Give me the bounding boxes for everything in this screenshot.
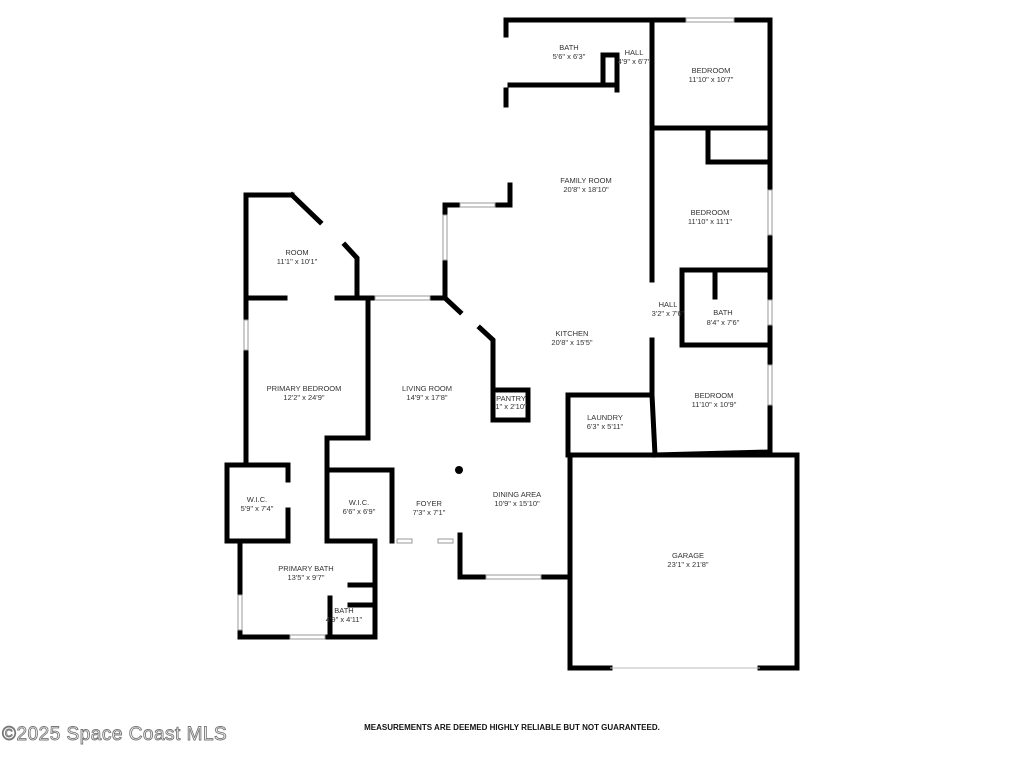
- column-marker: [455, 466, 463, 474]
- windows: [237, 17, 773, 669]
- svg-text:14'9" x 17'8": 14'9" x 17'8": [406, 393, 447, 402]
- svg-text:PRIMARY BATH: PRIMARY BATH: [278, 564, 333, 573]
- svg-text:W.I.C.: W.I.C.: [247, 495, 267, 504]
- svg-text:6'3" x 5'11": 6'3" x 5'11": [587, 422, 624, 431]
- svg-text:BEDROOM: BEDROOM: [695, 391, 734, 400]
- svg-text:BATH: BATH: [713, 308, 732, 317]
- svg-text:12'2" x 24'9": 12'2" x 24'9": [283, 393, 324, 402]
- svg-text:FOYER: FOYER: [416, 499, 442, 508]
- svg-text:13'5" x 9'7": 13'5" x 9'7": [288, 573, 325, 582]
- svg-text:ROOM: ROOM: [285, 248, 308, 257]
- svg-text:FAMILY ROOM: FAMILY ROOM: [560, 176, 611, 185]
- svg-text:23'1" x 21'8": 23'1" x 21'8": [667, 560, 708, 569]
- svg-text:5'6" x 6'3": 5'6" x 6'3": [553, 52, 586, 61]
- svg-text:4'9" x 4'11": 4'9" x 4'11": [326, 615, 363, 624]
- svg-text:1" x 2'10": 1" x 2'10": [495, 402, 527, 411]
- svg-text:8'4" x 7'6": 8'4" x 7'6": [707, 318, 740, 327]
- svg-text:11'1" x 10'1": 11'1" x 10'1": [277, 257, 318, 266]
- svg-text:W.I.C.: W.I.C.: [349, 498, 369, 507]
- svg-text:LIVING ROOM: LIVING ROOM: [402, 384, 452, 393]
- svg-text:11'10" x 10'7": 11'10" x 10'7": [689, 75, 734, 84]
- svg-text:3'2" x 7'6": 3'2" x 7'6": [652, 309, 685, 318]
- svg-text:20'8" x 18'10": 20'8" x 18'10": [563, 185, 609, 194]
- svg-text:11'10" x 10'9": 11'10" x 10'9": [692, 400, 737, 409]
- svg-text:DINING AREA: DINING AREA: [493, 490, 541, 499]
- svg-text:20'8" x 15'5": 20'8" x 15'5": [551, 338, 592, 347]
- svg-text:GARAGE: GARAGE: [672, 551, 704, 560]
- svg-text:10'9" x 15'10": 10'9" x 15'10": [494, 499, 540, 508]
- svg-text:KITCHEN: KITCHEN: [556, 329, 589, 338]
- disclaimer-text: MEASUREMENTS ARE DEEMED HIGHLY RELIABLE …: [364, 723, 660, 732]
- walls: [224, 17, 800, 671]
- svg-text:BATH: BATH: [334, 606, 353, 615]
- svg-text:BATH: BATH: [559, 43, 578, 52]
- svg-text:PANTRY: PANTRY: [496, 394, 526, 403]
- svg-text:LAUNDRY: LAUNDRY: [587, 413, 623, 422]
- svg-text:4'9" x 6'7": 4'9" x 6'7": [618, 57, 651, 66]
- svg-text:5'9" x 7'4": 5'9" x 7'4": [241, 504, 274, 513]
- svg-text:PRIMARY BEDROOM: PRIMARY BEDROOM: [267, 384, 342, 393]
- svg-text:BEDROOM: BEDROOM: [691, 208, 730, 217]
- svg-text:HALL: HALL: [659, 300, 678, 309]
- room-wic-left: W.I.C.5'9" x 7'4": [241, 495, 274, 513]
- svg-text:6'6" x 6'9": 6'6" x 6'9": [343, 507, 376, 516]
- svg-text:11'10" x 11'1": 11'10" x 11'1": [688, 217, 733, 226]
- svg-text:BEDROOM: BEDROOM: [692, 66, 731, 75]
- svg-text:7'3" x 7'1": 7'3" x 7'1": [413, 508, 446, 517]
- svg-text:HALL: HALL: [625, 48, 644, 57]
- copyright-watermark: ©2025 Space Coast MLS: [2, 724, 227, 745]
- room-wic-right: W.I.C.6'6" x 6'9": [343, 498, 376, 516]
